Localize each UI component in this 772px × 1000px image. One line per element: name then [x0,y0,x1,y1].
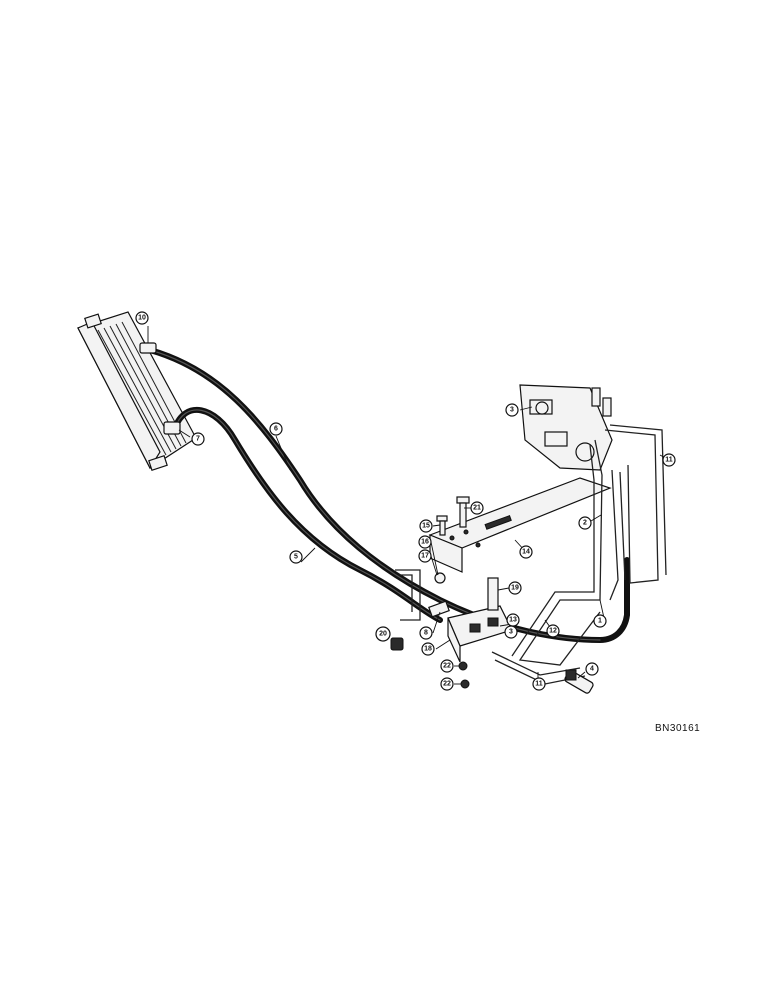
svg-text:19: 19 [511,585,519,592]
callout-14: 14 [519,545,533,559]
callout-6: 6 [269,422,283,436]
svg-text:6: 6 [274,426,278,433]
svg-text:11: 11 [665,457,673,464]
callout-13: 13 [506,613,520,627]
callout-8: 8 [419,626,433,640]
svg-text:22: 22 [443,681,451,688]
callout-3-lower: 3 [504,625,518,639]
hose-6 [147,347,630,644]
callout-5: 5 [289,550,303,564]
drawing-code: BN30161 [655,723,701,734]
callout-7: 7 [191,432,205,446]
bracket-14 [428,477,612,573]
fitting-9 [139,342,157,354]
fitting-4 [564,669,594,694]
callout-19: 19 [508,581,522,595]
fitting-7 [163,421,181,435]
callout-15: 15 [419,519,433,533]
svg-text:3: 3 [510,407,514,414]
callout-22-upper: 22 [440,659,454,673]
svg-text:21: 21 [473,505,481,512]
svg-text:18: 18 [424,646,432,653]
callout-12: 12 [546,624,560,638]
svg-text:12: 12 [549,628,557,635]
callout-4: 4 [585,662,599,676]
callout-1: 1 [593,614,607,628]
hose-5 [172,406,443,623]
svg-text:3: 3 [509,629,513,636]
callout-3-upper: 3 [505,403,519,417]
clamp-17 [434,572,446,584]
svg-text:20: 20 [379,631,387,638]
svg-text:2: 2 [583,520,587,527]
leader-lines [147,326,670,685]
svg-text:13: 13 [509,617,517,624]
svg-text:5: 5 [294,554,298,561]
svg-text:10: 10 [138,315,146,322]
callout-16: 16 [418,535,432,549]
callout-18: 18 [421,642,435,656]
svg-text:22: 22 [443,663,451,670]
svg-text:1: 1 [598,618,602,625]
nut-20 [390,637,404,651]
svg-text:15: 15 [422,523,430,530]
nut-22b [460,679,470,689]
callout-17: 17 [418,549,432,563]
callout-20: 20 [375,626,391,642]
svg-text:11: 11 [535,681,543,688]
svg-text:8: 8 [424,630,428,637]
svg-text:16: 16 [421,539,429,546]
callout-22-lower: 22 [440,677,454,691]
valve-block [519,384,613,471]
callout-9: 10 [135,311,149,325]
bolt-15 [436,515,448,536]
svg-text:7: 7 [196,436,200,443]
callout-11: 11 [532,677,546,691]
nut-22a [458,661,468,671]
callout-21: 21 [470,501,484,515]
svg-text:14: 14 [522,549,530,556]
callout-10: 11 [662,453,676,467]
svg-text:4: 4 [590,666,594,673]
callout-2: 2 [578,516,592,530]
svg-text:17: 17 [421,553,429,560]
bolt-21 [456,496,470,528]
oil-cooler [77,311,197,471]
support-frame [395,569,421,621]
